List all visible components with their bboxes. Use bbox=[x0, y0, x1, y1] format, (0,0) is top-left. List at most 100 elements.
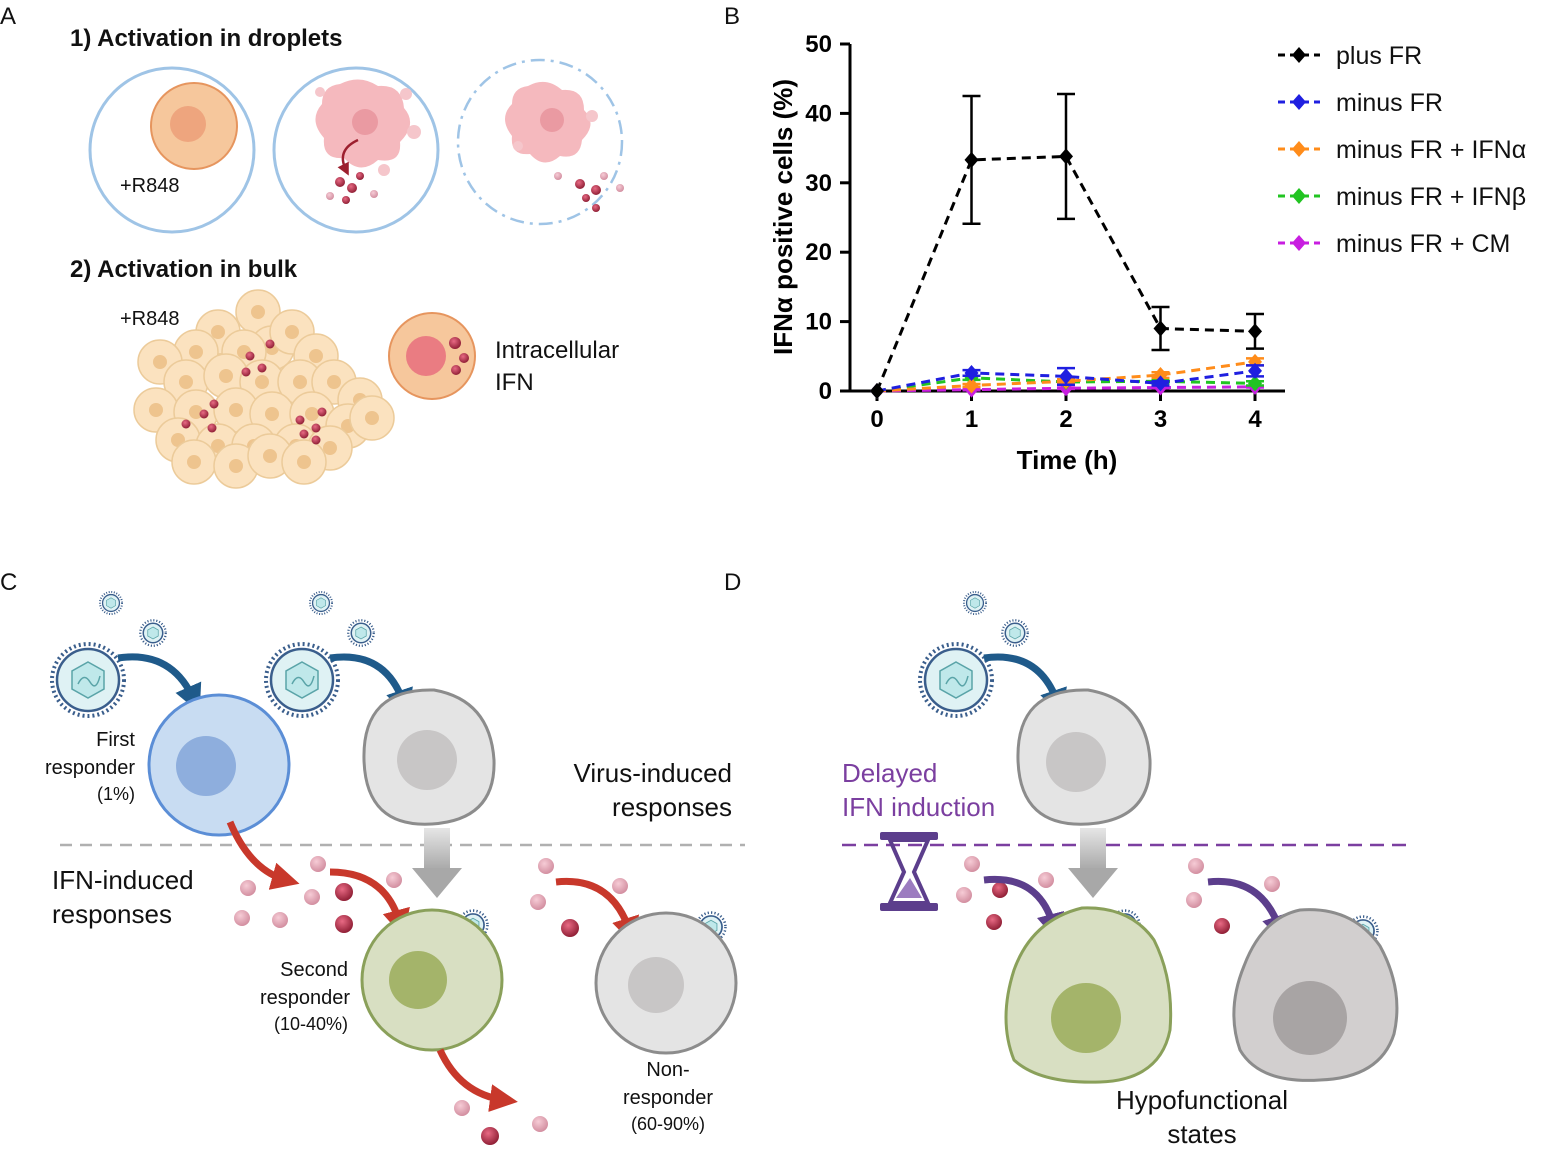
bulk-cell-nucleus bbox=[189, 345, 203, 359]
panel-label-c: C bbox=[0, 569, 17, 596]
first-responder-cell bbox=[147, 693, 291, 837]
data-point bbox=[964, 151, 979, 168]
hypofunctional-gray-cell bbox=[1232, 908, 1399, 1082]
data-point bbox=[1153, 320, 1168, 337]
r848-droplet-label: +R848 bbox=[120, 175, 180, 197]
bulk-cell-nucleus bbox=[323, 441, 337, 455]
ifn-dot bbox=[181, 419, 191, 429]
legend-entry: plus FR bbox=[1278, 42, 1422, 70]
ifn-dot bbox=[317, 407, 327, 417]
virus-small-icon bbox=[1001, 619, 1029, 647]
hypofunctional-label-2: states bbox=[1167, 1119, 1236, 1149]
intracellular-ifn-cell bbox=[388, 312, 476, 400]
data-point bbox=[1248, 362, 1262, 379]
legend-label: minus FR + IFNα bbox=[1336, 136, 1526, 164]
y-tick-label: 10 bbox=[805, 309, 832, 336]
ifn-signal-arrow bbox=[329, 868, 410, 938]
virus-induced-label-2: responses bbox=[612, 792, 732, 822]
first-responder-label-1: First bbox=[96, 729, 135, 751]
hypofunctional-green-cell bbox=[1004, 906, 1173, 1084]
x-tick-label: 3 bbox=[1154, 406, 1167, 433]
first-responder-pct: (1%) bbox=[97, 784, 135, 804]
second-responder-cell bbox=[360, 908, 504, 1052]
y-tick-label: 20 bbox=[805, 239, 832, 266]
delayed-ifn-label-1: Delayed bbox=[842, 758, 937, 788]
ifn-dot bbox=[311, 435, 321, 445]
droplet-activated bbox=[272, 66, 440, 234]
ifn-particles-c2 bbox=[530, 858, 628, 937]
ifn-dot bbox=[245, 351, 255, 361]
virus-large-icon bbox=[50, 642, 126, 718]
bulk-cell-nucleus bbox=[229, 403, 243, 417]
ifn-dot bbox=[295, 415, 305, 425]
data-point bbox=[964, 377, 979, 394]
ifn-particles-d2 bbox=[1186, 858, 1280, 934]
legend-label: minus FR bbox=[1336, 89, 1443, 117]
data-point bbox=[1059, 368, 1073, 385]
intracellular-ifn-label-1: Intracellular bbox=[495, 337, 619, 364]
hourglass-icon bbox=[880, 832, 938, 911]
bulk-cell-nucleus bbox=[179, 375, 193, 389]
bulk-cell-nucleus bbox=[187, 455, 201, 469]
bulk-cell-nucleus bbox=[309, 349, 323, 363]
ifn-particles-c1 bbox=[234, 856, 402, 933]
x-tick-label: 4 bbox=[1248, 406, 1262, 433]
bulk-cell-nucleus bbox=[211, 325, 225, 339]
r848-bulk-label: +R848 bbox=[120, 308, 180, 330]
series-line bbox=[876, 360, 1256, 393]
x-tick-label: 0 bbox=[870, 406, 883, 433]
panel-a-title-bulk: 2) Activation in bulk bbox=[70, 256, 298, 283]
bulk-cell-nucleus bbox=[153, 355, 167, 369]
bulk-cell-nucleus bbox=[189, 405, 203, 419]
virus-small-icon bbox=[962, 590, 988, 616]
gray-transition-arrow-stem bbox=[424, 828, 450, 870]
panel-label-d: D bbox=[724, 569, 741, 596]
legend-entry: minus FR + IFNβ bbox=[1278, 183, 1526, 211]
ifn-dot bbox=[199, 409, 209, 419]
data-point bbox=[1153, 375, 1168, 392]
data-point bbox=[964, 364, 979, 381]
non-responder-pct: (60-90%) bbox=[631, 1114, 705, 1134]
bulk-cell-nucleus bbox=[251, 305, 265, 319]
ifn-signal-arrow bbox=[555, 877, 640, 946]
virus-infection-arrow bbox=[117, 653, 202, 713]
data-point bbox=[1248, 323, 1262, 340]
ifn-particles-d1 bbox=[956, 856, 1054, 930]
ifn-particle bbox=[532, 1116, 548, 1132]
y-axis-title: IFNα positive cells (%) bbox=[768, 79, 798, 355]
bulk-cell-nucleus bbox=[219, 369, 233, 383]
virus-small-icon bbox=[347, 619, 375, 647]
bulk-cell-nucleus bbox=[265, 407, 279, 421]
gray-transition-arrow-head bbox=[412, 868, 462, 898]
y-tick-label: 30 bbox=[805, 170, 832, 197]
ifn-dot bbox=[257, 363, 267, 373]
ifn-dot bbox=[209, 399, 219, 409]
ifn-secretion-arrow bbox=[226, 820, 300, 890]
hypofunctional-label-1: Hypofunctional bbox=[1116, 1085, 1288, 1115]
bulk-cell-nucleus bbox=[229, 459, 243, 473]
bulk-cell-nucleus bbox=[293, 375, 307, 389]
uninfected-gray-cell bbox=[362, 688, 496, 826]
non-responder-label-1: Non- bbox=[646, 1059, 689, 1081]
non-responder-label-2: responder bbox=[623, 1087, 713, 1109]
panel-label-a: A bbox=[0, 3, 16, 30]
bulk-cell-nucleus bbox=[285, 325, 299, 339]
ifn-dot bbox=[265, 339, 275, 349]
bulk-cell-cluster bbox=[133, 289, 395, 489]
bulk-cell-nucleus bbox=[255, 375, 269, 389]
ifn-induced-label-2: responses bbox=[52, 899, 172, 929]
bulk-cell-nucleus bbox=[327, 375, 341, 389]
legend-entry: minus FR + CM bbox=[1278, 230, 1510, 258]
second-responder-pct: (10-40%) bbox=[274, 1014, 348, 1034]
virus-large-icon bbox=[918, 642, 994, 718]
droplet-burst bbox=[456, 58, 624, 226]
infected-gray-cell-d bbox=[1016, 688, 1152, 826]
ifn-dot bbox=[299, 429, 309, 439]
second-responder-label-2: responder bbox=[260, 987, 350, 1009]
series-line bbox=[876, 369, 1256, 393]
gray-transition-arrow-stem bbox=[1080, 828, 1106, 870]
y-tick-label: 40 bbox=[805, 100, 832, 127]
ifn-dot bbox=[207, 423, 217, 433]
virus-small-icon bbox=[308, 590, 334, 616]
